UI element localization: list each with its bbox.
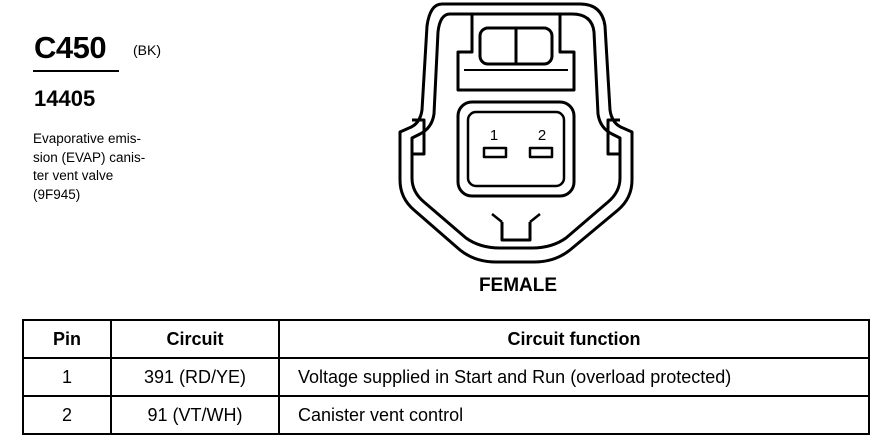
connector-face-drawing: 1 2 (398, 2, 634, 264)
terminal-cavity-outer (456, 100, 576, 198)
description-line: sion (EVAP) canis- (33, 149, 146, 165)
circuit-cell: 91 (VT/WH) (110, 395, 280, 435)
connector-inner-housing (410, 12, 622, 250)
polarizing-key (500, 222, 532, 242)
description-line: ter vent valve (33, 168, 114, 183)
title-underline (33, 70, 119, 72)
description-line: Evaporative emis- (33, 131, 142, 146)
pin-cell: 2 (22, 395, 112, 435)
component-description: Evaporative emis- sion (EVAP) canis- ter… (33, 130, 145, 204)
terminal-cavity-inner (466, 110, 566, 188)
column-header-circuit-function: Circuit function (278, 319, 870, 359)
pin-1-label: 1 (490, 127, 498, 144)
pin-2-label: 2 (538, 127, 546, 144)
pin-cell: 1 (22, 357, 112, 397)
table-row: 2 91 (VT/WH) Canister vent control (22, 395, 870, 435)
connector-color: (BK) (133, 42, 161, 58)
column-header-pin: Pin (22, 319, 112, 359)
left-notch (412, 118, 426, 156)
function-cell: Canister vent control (278, 395, 870, 435)
function-cell: Voltage supplied in Start and Run (overl… (278, 357, 870, 397)
part-number: 14405 (34, 86, 96, 111)
pin-table: Pin Circuit Circuit function 1 391 (RD/Y… (22, 319, 870, 435)
key-rib-right (529, 213, 541, 223)
connector-gender-label: FEMALE (478, 275, 558, 296)
column-header-circuit: Circuit (110, 319, 280, 359)
table-header-row: Pin Circuit Circuit function (22, 319, 870, 359)
key-rib-left (491, 213, 503, 223)
locking-latch (456, 14, 576, 92)
pin-1-terminal (482, 146, 508, 159)
pin-2-terminal (528, 146, 554, 159)
description-line: (9F945) (33, 186, 81, 202)
table-row: 1 391 (RD/YE) Voltage supplied in Start … (22, 357, 870, 397)
circuit-cell: 391 (RD/YE) (110, 357, 280, 397)
connector-id: C450 (34, 30, 107, 65)
right-notch (606, 118, 620, 156)
